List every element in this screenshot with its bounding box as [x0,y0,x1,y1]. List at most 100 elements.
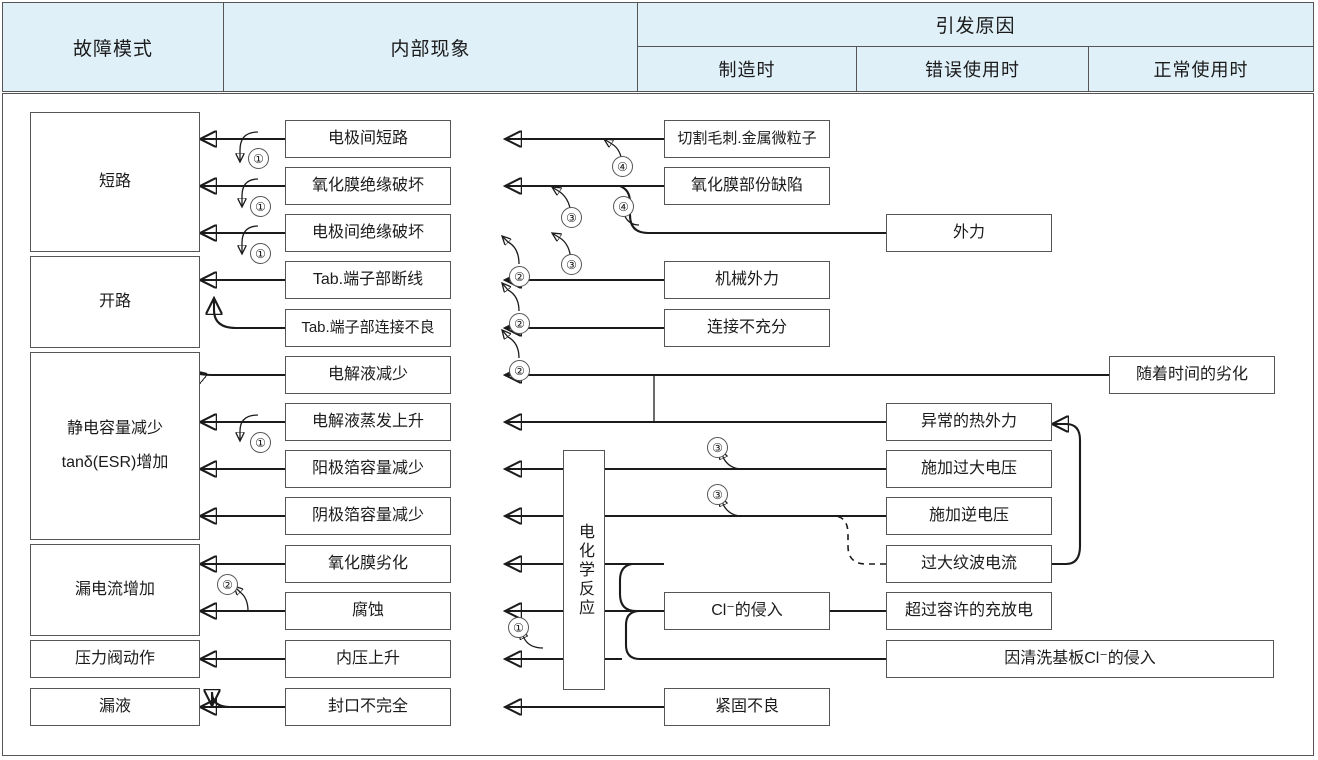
marker-1a: ① [248,148,269,169]
header-internal-phenomenon: 内部现象 [223,2,638,92]
header-cause-normal-label: 正常使用时 [1153,60,1249,80]
cause-label: 随着时间的劣化 [1135,366,1248,383]
header-failure-mode-label: 故障模式 [72,38,153,60]
phenomenon-label: 封口不完全 [327,698,408,715]
phenomenon-label: 内压上升 [335,650,400,667]
marker-2d: ② [217,574,238,595]
phenomenon-label: 电极间短路 [327,130,408,147]
cause-box-over-charge-discharge[interactable]: 超过容许的充放电 [886,592,1052,630]
cause-box-reverse-voltage[interactable]: 施加逆电压 [886,497,1052,535]
marker-label: ① [255,199,266,214]
marker-4a: ④ [612,156,633,177]
cause-label: 紧固不良 [714,698,779,715]
phenomenon-label: 氧化膜绝缘破坏 [311,177,424,194]
cause-label: 机械外力 [714,271,779,288]
phenomenon-label: 阴极箔容量减少 [311,507,424,524]
marker-3b: ③ [561,207,582,228]
marker-2b: ② [509,313,530,334]
phenomenon-box-electrode-short[interactable]: 电极间短路 [285,120,451,158]
reaction-box-electrochemical[interactable]: 电化学反应 [563,450,605,690]
marker-2c: ② [509,360,530,381]
phenomenon-label: 电解液蒸发上升 [311,413,424,430]
cause-label: 施加逆电压 [928,507,1009,524]
failure-mode-box-open-circuit[interactable]: 开路 [30,256,200,348]
marker-3c: ③ [707,437,728,458]
cause-box-insufficient-connection[interactable]: 连接不充分 [664,309,830,347]
marker-label: ① [253,151,264,166]
marker-label: ③ [566,257,577,272]
header-cause-label: 引发原因 [935,16,1016,37]
phenomenon-box-oxide-insulation-breakdown[interactable]: 氧化膜绝缘破坏 [285,167,451,205]
phenomenon-box-anode-foil-capacitance-drop[interactable]: 阳极箔容量减少 [285,450,451,488]
cause-box-overvoltage[interactable]: 施加过大电压 [886,450,1052,488]
marker-label: ④ [618,199,629,214]
cause-box-chloride-from-board-cleaning[interactable]: 因清洗基板Cl⁻的侵入 [886,640,1274,678]
cause-label: 超过容许的充放电 [904,602,1033,619]
cause-box-aging-over-time[interactable]: 随着时间的劣化 [1109,356,1275,394]
phenomenon-box-oxide-degradation[interactable]: 氧化膜劣化 [285,545,451,583]
header-cause: 引发原因 [637,2,1314,47]
phenomenon-box-interelectrode-insulation-breakdown[interactable]: 电极间绝缘破坏 [285,214,451,252]
phenomenon-box-internal-pressure-rise[interactable]: 内压上升 [285,640,451,678]
phenomenon-label: Tab.端子部连接不良 [301,318,435,336]
phenomenon-label: 电解液减少 [327,366,408,383]
marker-label: ① [513,620,524,635]
failure-mode-label: 开路 [98,293,131,310]
marker-label: ③ [712,487,723,502]
cause-box-external-force[interactable]: 外力 [886,214,1052,252]
marker-label: ② [514,316,525,331]
failure-mode-box-liquid-leak[interactable]: 漏液 [30,688,200,726]
marker-label: ① [255,435,266,450]
marker-3d: ③ [707,484,728,505]
cause-box-chloride-ingress[interactable]: Cl⁻的侵入 [664,592,830,630]
failure-mode-box-leakage-current[interactable]: 漏电流增加 [30,544,200,636]
phenomenon-box-tab-poor-connection[interactable]: Tab.端子部连接不良 [285,309,451,347]
cause-box-oxide-partial-defect[interactable]: 氧化膜部份缺陷 [664,167,830,205]
marker-label: ② [222,577,233,592]
cause-label: 过大纹波电流 [920,555,1017,572]
phenomenon-box-tab-wire-break[interactable]: Tab.端子部断线 [285,261,451,299]
phenomenon-box-corrosion[interactable]: 腐蚀 [285,592,451,630]
marker-1b: ① [250,196,271,217]
header-cause-misuse: 错误使用时 [856,46,1089,92]
marker-label: ④ [617,159,628,174]
marker-label: ② [514,269,525,284]
marker-2a: ② [509,266,530,287]
header-cause-normal: 正常使用时 [1088,46,1314,92]
cause-box-poor-fastening[interactable]: 紧固不良 [664,688,830,726]
header-internal-phenomenon-label: 内部现象 [390,38,471,60]
marker-1c: ① [250,243,271,264]
phenomenon-box-electrolyte-decrease[interactable]: 电解液减少 [285,356,451,394]
cause-label: 外力 [952,224,985,241]
cause-label: Cl⁻的侵入 [711,602,783,619]
failure-mode-box-short-circuit[interactable]: 短路 [30,112,200,252]
failure-mode-box-capacitance-drop[interactable]: 静电容量减少 tanδ(ESR)增加 [30,352,200,540]
reaction-label: 电化学反应 [576,522,593,618]
phenomenon-label: 氧化膜劣化 [327,555,408,572]
failure-mode-label-line1: 静电容量减少 [66,420,163,437]
marker-label: ③ [712,440,723,455]
failure-mode-label: 漏液 [98,698,131,715]
phenomenon-box-electrolyte-evaporation[interactable]: 电解液蒸发上升 [285,403,451,441]
phenomenon-label: 阳极箔容量减少 [311,460,424,477]
marker-label: ① [255,246,266,261]
header-cause-manufacturing: 制造时 [637,46,857,92]
phenomenon-box-incomplete-seal[interactable]: 封口不完全 [285,688,451,726]
phenomenon-label: 电极间绝缘破坏 [311,224,424,241]
marker-4b: ④ [613,196,634,217]
header-cause-manufacturing-label: 制造时 [718,60,776,80]
header-failure-mode: 故障模式 [2,2,224,92]
failure-mode-label: 压力阀动作 [74,650,155,667]
cause-box-burr-metal-particles[interactable]: 切割毛刺.金属微粒子 [664,120,830,158]
failure-mode-label-line2: tanδ(ESR)增加 [61,454,169,471]
cause-box-excessive-ripple-current[interactable]: 过大纹波电流 [886,545,1052,583]
cause-label: 切割毛刺.金属微粒子 [677,129,817,147]
failure-mode-box-pressure-valve[interactable]: 压力阀动作 [30,640,200,678]
cause-box-abnormal-thermal-force[interactable]: 异常的热外力 [886,403,1052,441]
failure-mode-label: 短路 [98,173,131,190]
cause-box-mechanical-force[interactable]: 机械外力 [664,261,830,299]
failure-mode-label: 漏电流增加 [74,581,155,598]
cause-label: 氧化膜部份缺陷 [690,177,803,194]
phenomenon-box-cathode-foil-capacitance-drop[interactable]: 阴极箔容量减少 [285,497,451,535]
